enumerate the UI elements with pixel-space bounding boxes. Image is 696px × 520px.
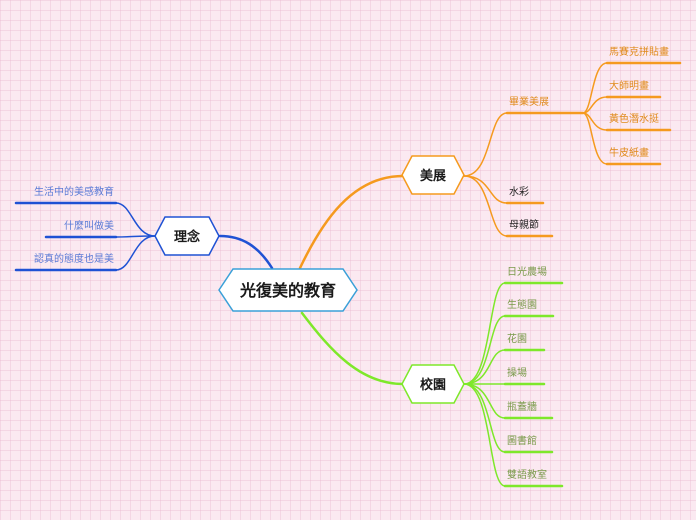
exhibition-subitem-0-0-label: 馬賽克拼貼畫 xyxy=(609,45,669,58)
exhibition-item-1-label: 水彩 xyxy=(509,186,529,198)
link-philosophy-2 xyxy=(115,235,156,271)
link-exhibition-0 xyxy=(463,112,508,177)
connector-lines xyxy=(115,62,608,487)
campus-item-5[interactable]: 圖書館 xyxy=(503,434,554,454)
philosophy-item-0-label: 生活中的美感教育 xyxy=(34,185,114,198)
link-campus-0 xyxy=(463,282,506,385)
branch-campus-label: 校園 xyxy=(420,377,446,393)
link-center-exhibition xyxy=(298,174,405,270)
branch-philosophy-label: 理念 xyxy=(174,229,200,245)
link-exhibition-1 xyxy=(463,175,508,204)
exhibition-subitem-0-1-label: 大師明畫 xyxy=(609,79,649,92)
exhibition-subitem-0-2[interactable]: 黃色潛水挺 xyxy=(605,112,672,132)
exhibition-subitem-0-0[interactable]: 馬賽克拼貼畫 xyxy=(605,45,682,65)
branch-exhibition[interactable]: 美展 xyxy=(401,155,465,195)
philosophy-item-2[interactable]: 認真的態度也是美 xyxy=(14,252,118,272)
exhibition-item-0-label: 畢業美展 xyxy=(509,95,549,108)
exhibition-item-1[interactable]: 水彩 xyxy=(505,186,545,205)
link-philosophy-0 xyxy=(115,202,156,237)
branch-campus[interactable]: 校園 xyxy=(401,364,465,404)
campus-item-6-label: 雙語教室 xyxy=(507,468,547,481)
exhibition-item-2-label: 母親節 xyxy=(509,218,539,231)
branch-exhibition-label: 美展 xyxy=(420,168,447,184)
campus-item-1[interactable]: 生態園 xyxy=(503,298,555,318)
campus-item-2-label: 花園 xyxy=(507,332,527,345)
campus-item-0[interactable]: 日光農場 xyxy=(503,265,564,285)
link-exhibition-0-0 xyxy=(582,62,608,114)
campus-item-4-label: 瓶蓋牆 xyxy=(507,400,537,413)
campus-item-2[interactable]: 花園 xyxy=(503,332,546,352)
link-center-campus xyxy=(300,311,405,386)
link-campus-2 xyxy=(463,349,506,385)
campus-item-5-label: 圖書館 xyxy=(507,434,537,447)
exhibition-subitem-0-1[interactable]: 大師明畫 xyxy=(605,79,662,99)
campus-item-3[interactable]: 操場 xyxy=(503,366,546,386)
exhibition-item-2[interactable]: 母親節 xyxy=(505,218,554,238)
central-topic[interactable]: 光復美的教育 xyxy=(218,268,358,312)
campus-item-4[interactable]: 瓶蓋牆 xyxy=(503,400,554,420)
campus-item-1-label: 生態園 xyxy=(507,298,537,311)
philosophy-item-0[interactable]: 生活中的美感教育 xyxy=(14,185,118,205)
campus-item-3-label: 操場 xyxy=(507,366,527,379)
campus-item-0-label: 日光農場 xyxy=(507,265,547,278)
philosophy-item-2-label: 認真的態度也是美 xyxy=(34,252,114,265)
link-campus-1 xyxy=(463,315,506,385)
campus-item-6[interactable]: 雙語教室 xyxy=(503,468,564,488)
exhibition-subitem-0-3-label: 牛皮紙畫 xyxy=(609,146,649,159)
branch-philosophy[interactable]: 理念 xyxy=(154,216,220,256)
link-exhibition-2 xyxy=(463,175,508,237)
exhibition-item-0[interactable]: 畢業美展 xyxy=(505,95,585,115)
exhibition-subitem-0-2-label: 黃色潛水挺 xyxy=(609,112,659,125)
link-center-philosophy xyxy=(218,234,274,270)
link-exhibition-0-3 xyxy=(582,112,608,165)
central-topic-label: 光復美的教育 xyxy=(239,281,336,300)
link-campus-6 xyxy=(463,383,506,487)
philosophy-item-1-label: 什麼叫做美 xyxy=(64,219,114,232)
philosophy-item-1[interactable]: 什麼叫做美 xyxy=(44,219,118,239)
exhibition-subitem-0-3[interactable]: 牛皮紙畫 xyxy=(605,146,662,166)
